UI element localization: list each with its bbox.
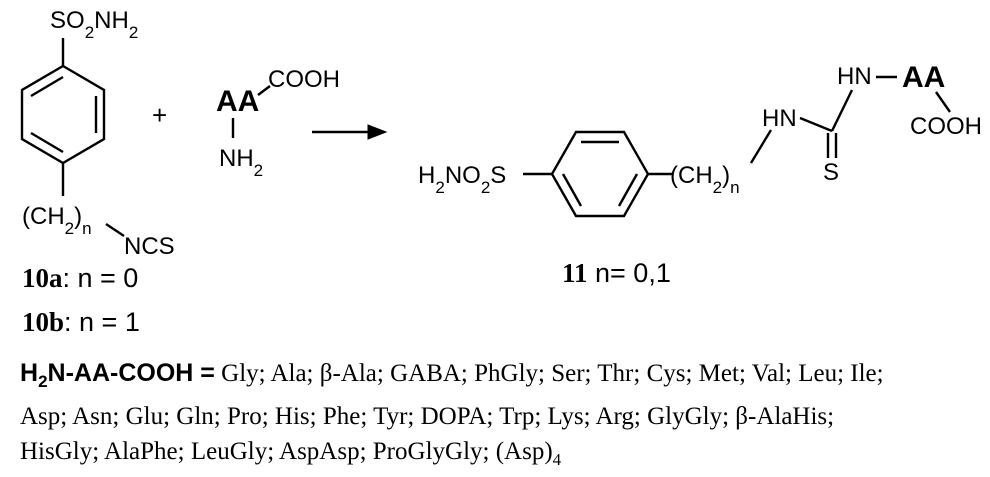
product-thione: S	[823, 159, 839, 186]
ring-double-bond	[617, 173, 639, 207]
ring-double-bond	[30, 131, 64, 154]
plus-sign: +	[152, 100, 167, 130]
product-benzene-ring	[550, 130, 650, 218]
reaction-scheme: SO2NH2 (CH2)n NCS 10a: n = 0 10b: n = 1 …	[20, 7, 982, 337]
reactant-aryl-isothiocyanate: SO2NH2 (CH2)n NCS	[20, 7, 175, 260]
amino-acid-reactant: AA COOH NH2	[216, 66, 340, 180]
ring-double-bond	[561, 173, 583, 207]
product-carboxyl: COOH	[910, 113, 982, 140]
carboxyl-group: COOH	[268, 66, 340, 93]
benzene-ring	[20, 64, 106, 165]
label-11: 11 n= 0,1	[562, 258, 671, 288]
caption-line-3: HisGly; AlaPhe; LeuGly; AspAsp; ProGlyGl…	[20, 438, 562, 469]
ring-double-bond	[30, 75, 64, 98]
caption-header: H2N-AA-COOH =	[20, 359, 215, 391]
bond-nh-c	[799, 116, 833, 133]
aa-label: AA	[216, 85, 259, 118]
product-thiourea: H2NO2S (CH2)n HN HN AA COOH S	[418, 61, 982, 218]
caption-line-1: H2N-AA-COOH = Gly; Ala; β-Ala; GABA; PhG…	[20, 359, 884, 391]
methylene-linker: (CH2)n	[22, 203, 92, 238]
amino-acid-list: H2N-AA-COOH = Gly; Ala; β-Ala; GABA; PhG…	[20, 356, 970, 477]
bond-c-nh	[830, 89, 854, 132]
product-methylene-linker: (CH2)n	[670, 162, 740, 197]
amine-group: NH2	[219, 145, 263, 180]
label-10b: 10b: n = 1	[22, 307, 140, 337]
bond-linker-ncs	[105, 223, 125, 237]
label-10a: 10a: n = 0	[22, 263, 138, 293]
product-nh-aa: HN	[837, 63, 872, 90]
product-sulfonamide: H2NO2S	[418, 162, 506, 197]
bond-aa-cooh	[257, 85, 271, 96]
bond-aa-cooh	[935, 91, 951, 113]
reaction-arrow	[312, 124, 388, 140]
sulfonamide-group: SO2NH2	[50, 7, 138, 42]
product-nh: HN	[762, 105, 797, 132]
isothiocyanate-group: NCS	[124, 233, 175, 260]
bond-linker-nh	[749, 129, 773, 164]
caption-line-2: Asp; Asn; Glu; Gln; Pro; His; Phe; Tyr; …	[20, 403, 835, 430]
product-aa-label: AA	[902, 61, 945, 94]
